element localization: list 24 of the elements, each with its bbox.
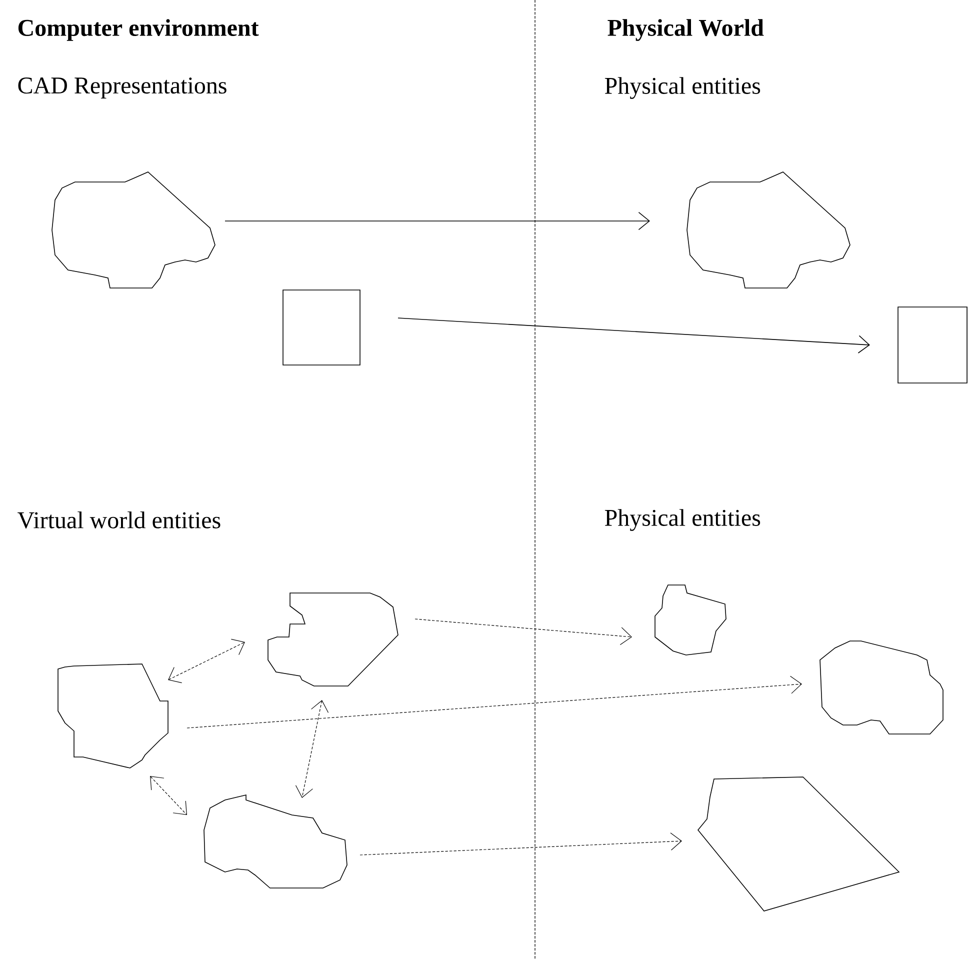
- irregular-outline: [654, 584, 726, 656]
- square-outline: [282, 290, 360, 366]
- arrow: [224, 212, 650, 230]
- arrow: [168, 638, 245, 684]
- irregular-outline: [268, 592, 398, 686]
- irregular-outline: [52, 172, 216, 288]
- section-label: CAD Representations: [18, 78, 226, 98]
- column-heading: Physical World: [608, 19, 764, 41]
- irregular-outline: [58, 664, 168, 768]
- section-label: Physical entities: [604, 77, 760, 99]
- arrow: [414, 618, 632, 646]
- arrow: [360, 832, 682, 856]
- arrow: [150, 776, 187, 815]
- arrow: [295, 700, 329, 798]
- section-label: Virtual world entities: [18, 511, 220, 528]
- square-outline: [898, 306, 968, 384]
- irregular-outline: [686, 172, 850, 288]
- arrow: [186, 676, 802, 728]
- section-label: Physical entities: [604, 509, 760, 531]
- column-heading: Computer environment: [18, 19, 259, 41]
- irregular-outline: [204, 794, 348, 888]
- irregular-outline: [820, 640, 944, 734]
- irregular-outline: [697, 776, 900, 912]
- arrow: [398, 318, 870, 354]
